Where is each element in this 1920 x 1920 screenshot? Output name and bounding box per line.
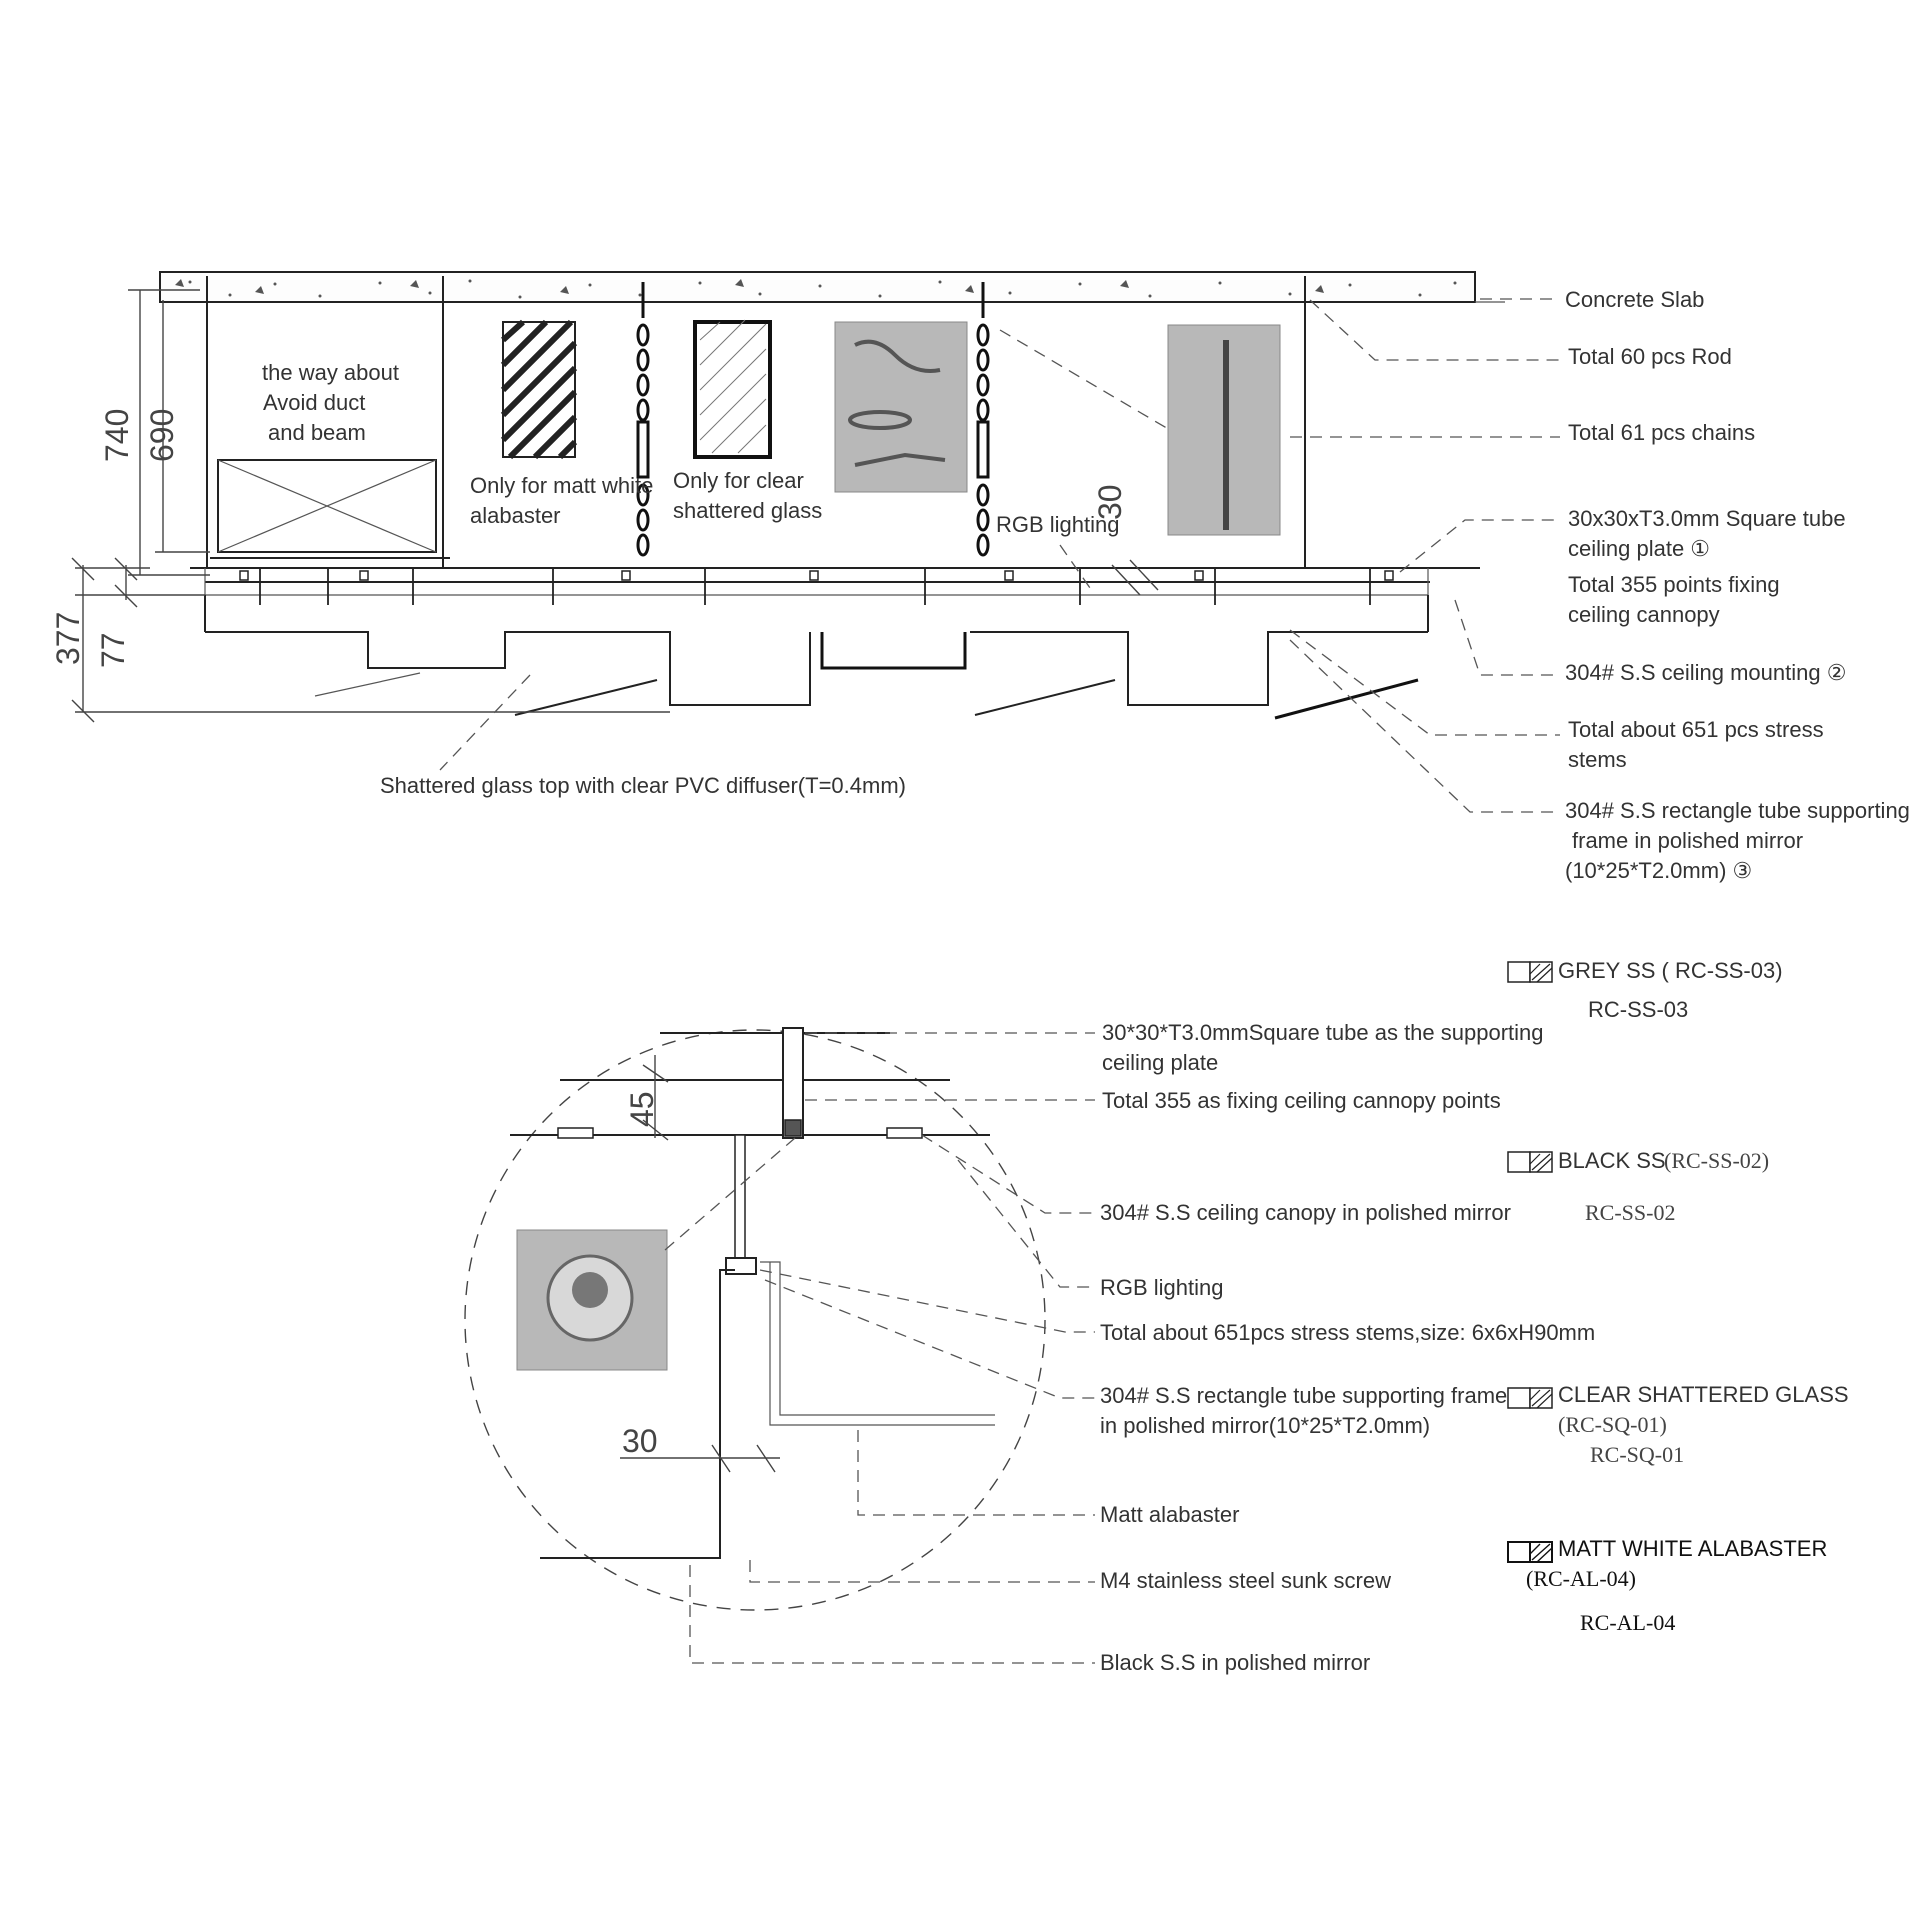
slab-hatch	[175, 279, 1457, 299]
legend-black-ss-title: BLACK SS	[1558, 1148, 1666, 1173]
chain-hardware-photo	[834, 321, 968, 493]
legend-item-matt-alabaster: MATT WHITE ALABASTER (RC-AL-04) RC-AL-04	[1507, 1536, 1827, 1635]
dim-377: 377	[50, 612, 86, 665]
callout-fixing-2: ceiling cannopy	[1568, 602, 1720, 627]
detail-callout-canopy: 304# S.S ceiling canopy in polished mirr…	[1100, 1200, 1511, 1225]
suspension-rods	[206, 276, 1306, 568]
clear-glass-swatch	[693, 319, 772, 459]
detail-circle	[464, 1029, 1046, 1611]
ceiling-modules	[204, 595, 1429, 706]
detail-callout-square-tube-1: 30*30*T3.0mmSquare tube as the supportin…	[1102, 1020, 1544, 1045]
callout-stems-2: stems	[1568, 747, 1627, 772]
detail-callout-sunk-screw: M4 stainless steel sunk screw	[1100, 1568, 1391, 1593]
detail-callout-frame-2: in polished mirror(10*25*T2.0mm)	[1100, 1413, 1430, 1438]
legend-clear-glass-title: CLEAR SHATTERED GLASS	[1558, 1382, 1849, 1407]
callout-frame-1: 304# S.S rectangle tube supporting	[1565, 798, 1910, 823]
callout-fixing-1: Total 355 points fixing	[1568, 572, 1780, 597]
callout-chains: Total 61 pcs chains	[1568, 420, 1755, 445]
dim-30-section: 30	[1092, 484, 1128, 520]
note-matt-1: Only for matt white	[470, 473, 653, 498]
detail-callout-black-ss: Black S.S in polished mirror	[1100, 1650, 1370, 1675]
concrete-slab	[159, 271, 1476, 303]
chain-photo-detail	[848, 339, 946, 467]
legend-item-clear-glass: CLEAR SHATTERED GLASS (RC-SQ-01) RC-SQ-0…	[1507, 1382, 1849, 1467]
dim-740: 740	[99, 409, 135, 462]
fixing-points	[239, 570, 1394, 581]
detail-callout-frame-1: 304# S.S rectangle tube supporting frame	[1100, 1383, 1507, 1408]
dim-690: 690	[144, 409, 180, 462]
detail-callout-stems: Total about 651pcs stress stems,size: 6x…	[1100, 1320, 1595, 1345]
bottom-note: Shattered glass top with clear PVC diffu…	[380, 773, 906, 798]
detail-callout-matt-alabaster: Matt alabaster	[1100, 1502, 1239, 1527]
legend-item-black-ss: BLACK SS (RC-SS-02) RC-SS-02	[1507, 1148, 1769, 1225]
legend-matt-alabaster-sub: (RC-AL-04)	[1526, 1566, 1636, 1591]
detail-callout-rgb: RGB lighting	[1100, 1275, 1224, 1300]
callout-frame-2: frame in polished mirror	[1572, 828, 1803, 853]
note-duct-2: Avoid duct	[263, 390, 365, 415]
dim-30-detail: 30	[622, 1423, 658, 1459]
dim-45: 45	[624, 1091, 660, 1127]
callout-concrete-slab: Concrete Slab	[1565, 287, 1704, 312]
legend-item-grey-ss: GREY SS ( RC-SS-03) RC-SS-03	[1507, 958, 1783, 1022]
dim-77: 77	[95, 632, 131, 668]
legend-clear-glass-code: RC-SQ-01	[1590, 1442, 1684, 1467]
callout-stems-1: Total about 651 pcs stress	[1568, 717, 1824, 742]
callout-square-tube-1: 30x30xT3.0mm Square tube	[1568, 506, 1846, 531]
legend-clear-glass-sub: (RC-SQ-01)	[1558, 1412, 1667, 1437]
section-view: 740 690 377 77 30 the way about Avoid du…	[50, 271, 1910, 883]
legend-matt-alabaster-title: MATT WHITE ALABASTER	[1558, 1536, 1827, 1561]
rgb-lighting-label: RGB lighting	[996, 512, 1120, 537]
detail-callout-square-tube-2: ceiling plate	[1102, 1050, 1218, 1075]
duct-box	[217, 459, 437, 553]
callout-rods: Total 60 pcs Rod	[1568, 344, 1732, 369]
legend-grey-ss-title: GREY SS ( RC-SS-03)	[1558, 958, 1783, 983]
note-clear-2: shattered glass	[673, 498, 822, 523]
note-duct-1: the way about	[262, 360, 399, 385]
legend-matt-alabaster-code: RC-AL-04	[1580, 1610, 1675, 1635]
legend-black-ss-code: RC-SS-02	[1585, 1200, 1675, 1225]
legend-grey-ss-code: RC-SS-03	[1588, 997, 1688, 1022]
detail-view: 45 30 30*30*T3.0mmSquare tube as the sup…	[464, 1020, 1595, 1675]
suspension-chains	[636, 282, 990, 557]
note-duct-3: and beam	[268, 420, 366, 445]
callout-ceiling-mounting: 304# S.S ceiling mounting ②	[1565, 660, 1846, 685]
callout-square-tube-2: ceiling plate ①	[1568, 536, 1710, 561]
section-leaders	[439, 298, 1560, 813]
detail-callout-fixing-points: Total 355 as fixing ceiling cannopy poin…	[1102, 1088, 1501, 1113]
dimension-lines	[71, 289, 1159, 723]
legend-black-ss-sub: (RC-SS-02)	[1664, 1148, 1769, 1173]
note-clear-1: Only for clear	[673, 468, 804, 493]
stress-stems	[259, 568, 1371, 605]
detail-leaders	[664, 1032, 1095, 1664]
matt-alabaster-swatch	[500, 319, 578, 460]
note-matt-2: alabaster	[470, 503, 561, 528]
material-legend: GREY SS ( RC-SS-03) RC-SS-03 BLACK SS (R…	[1507, 958, 1849, 1635]
callout-frame-3: (10*25*T2.0mm) ③	[1565, 858, 1752, 883]
